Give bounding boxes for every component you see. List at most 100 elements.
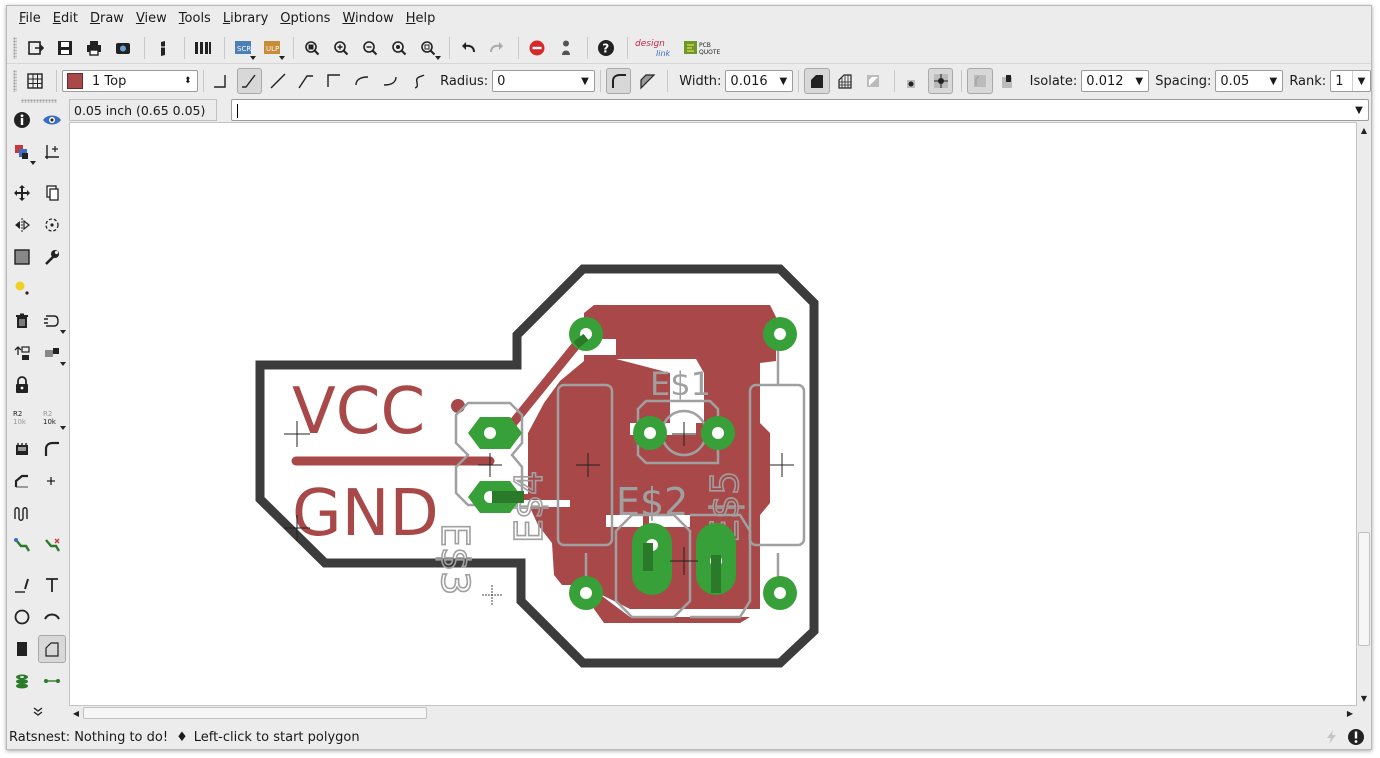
group-icon[interactable] — [8, 243, 36, 271]
vertical-scrollbar[interactable]: ▲ ▼ — [1357, 122, 1371, 706]
zoom-fit-icon[interactable] — [299, 35, 325, 61]
arc-icon[interactable] — [38, 603, 66, 631]
horizontal-scrollbar[interactable]: ◀ ▶ — [69, 706, 1357, 720]
rank-dropdown-icon[interactable]: ▼ — [1352, 71, 1370, 91]
change-icon[interactable] — [38, 243, 66, 271]
menu-view[interactable]: View — [135, 10, 167, 26]
delete-icon[interactable] — [8, 307, 36, 335]
command-toolbar-grip[interactable] — [21, 99, 57, 103]
radius-combo[interactable]: 0 ▼ — [492, 70, 595, 92]
layer-select[interactable]: 1 Top ⬍ — [62, 70, 198, 92]
smash-icon[interactable] — [8, 435, 36, 463]
script-icon[interactable]: SCR — [230, 35, 256, 61]
wire-bend-45-icon[interactable] — [236, 68, 263, 94]
rank-combo[interactable]: 1 ▼ — [1330, 70, 1372, 92]
wire-bend-arc-icon[interactable] — [350, 68, 375, 94]
rect-icon[interactable] — [8, 635, 36, 663]
signal-icon[interactable] — [38, 667, 66, 695]
help-icon[interactable]: ? — [593, 35, 619, 61]
print-icon[interactable] — [81, 35, 107, 61]
orphans-on-icon[interactable] — [996, 68, 1021, 94]
wire-bend-arcb-icon[interactable] — [378, 68, 403, 94]
command-history-dropdown-icon[interactable]: ▼ — [1355, 104, 1363, 116]
spacing-combo[interactable]: 0.05 ▼ — [1215, 70, 1284, 92]
grid-icon[interactable] — [23, 68, 48, 94]
menu-options[interactable]: Options — [280, 10, 331, 26]
menu-help[interactable]: Help — [405, 10, 436, 26]
pads[interactable] — [468, 317, 797, 610]
thermals-on-icon[interactable] — [928, 68, 954, 94]
copy-icon[interactable] — [38, 179, 66, 207]
package-icon[interactable] — [38, 339, 66, 367]
zoom-out-icon[interactable] — [357, 35, 383, 61]
go-icon[interactable] — [553, 35, 579, 61]
board-canvas[interactable]: E$1 E$2 E$3 E$4 E$5 VCC GND — [69, 122, 1357, 706]
label-gnd[interactable]: GND — [292, 477, 439, 551]
show-icon[interactable] — [38, 106, 66, 134]
stop-icon[interactable] — [524, 35, 550, 61]
spacing-dropdown-icon[interactable]: ▼ — [1269, 75, 1278, 87]
mirror-icon[interactable] — [8, 211, 36, 239]
radius-dropdown-icon[interactable]: ▼ — [581, 75, 589, 87]
library-icon[interactable] — [190, 35, 216, 61]
scroll-down-icon[interactable]: ▼ — [1360, 693, 1368, 703]
command-input[interactable]: ▼ — [231, 99, 1369, 121]
param-toolbar-grip[interactable] — [13, 70, 17, 92]
zoom-select-icon[interactable] — [415, 35, 441, 61]
circle-icon[interactable] — [8, 603, 36, 631]
orphans-off-icon[interactable] — [967, 68, 993, 94]
more-tools-icon[interactable] — [24, 698, 52, 726]
outline-icon[interactable] — [861, 68, 886, 94]
miter-round-icon[interactable] — [605, 68, 632, 94]
ripup-icon[interactable] — [38, 531, 66, 559]
miter-icon[interactable] — [38, 435, 66, 463]
switch-board-icon[interactable] — [150, 35, 176, 61]
pour-solid-icon[interactable] — [804, 68, 830, 94]
wire-bend-90b-icon[interactable] — [321, 68, 346, 94]
lock-icon[interactable] — [8, 371, 36, 399]
thermals-off-icon[interactable] — [900, 68, 925, 94]
route-icon[interactable] — [8, 531, 36, 559]
cam-processor-icon[interactable] — [110, 35, 136, 61]
open-icon[interactable] — [23, 35, 49, 61]
ulp-icon[interactable]: ULP — [259, 35, 285, 61]
wire-bend-45b-icon[interactable] — [293, 68, 318, 94]
optimize-icon[interactable] — [38, 467, 66, 495]
undo-icon[interactable] — [455, 35, 481, 61]
toolbar-grip[interactable] — [13, 36, 17, 59]
warning-icon[interactable] — [1347, 728, 1365, 750]
add-icon[interactable] — [38, 307, 66, 335]
scroll-left-icon[interactable]: ◀ — [72, 708, 80, 718]
wire-bend-free-icon[interactable] — [406, 68, 431, 94]
display-layers-icon[interactable] — [8, 138, 36, 166]
menu-window[interactable]: Window — [342, 10, 394, 26]
label-vcc[interactable]: VCC — [292, 375, 425, 449]
isolate-dropdown-icon[interactable]: ▼ — [1135, 75, 1144, 87]
zoom-redraw-icon[interactable] — [386, 35, 412, 61]
move-icon[interactable] — [8, 179, 36, 207]
menu-draw[interactable]: Draw — [89, 10, 124, 26]
wire-bend-90-icon[interactable] — [209, 68, 234, 94]
scroll-right-icon[interactable]: ▶ — [1346, 708, 1354, 718]
rotate-icon[interactable] — [38, 211, 66, 239]
vertical-scroll-thumb[interactable] — [1358, 532, 1370, 646]
redo-icon[interactable] — [484, 35, 510, 61]
text-icon[interactable] — [38, 571, 66, 599]
menu-tools[interactable]: Tools — [178, 10, 211, 26]
polygon-icon[interactable] — [38, 635, 66, 663]
wire-bend-straight-icon[interactable] — [265, 68, 290, 94]
paste-icon[interactable] — [8, 274, 36, 302]
menu-library[interactable]: Library — [222, 10, 269, 26]
save-icon[interactable] — [52, 35, 78, 61]
pour-hatch-icon[interactable] — [833, 68, 858, 94]
menu-edit[interactable]: Edit — [52, 10, 78, 26]
menu-file[interactable]: File — [19, 10, 41, 26]
replace-icon[interactable] — [8, 339, 36, 367]
horizontal-scroll-thumb[interactable] — [83, 707, 427, 719]
via-icon[interactable] — [8, 667, 36, 695]
miter-straight-icon[interactable] — [634, 68, 659, 94]
